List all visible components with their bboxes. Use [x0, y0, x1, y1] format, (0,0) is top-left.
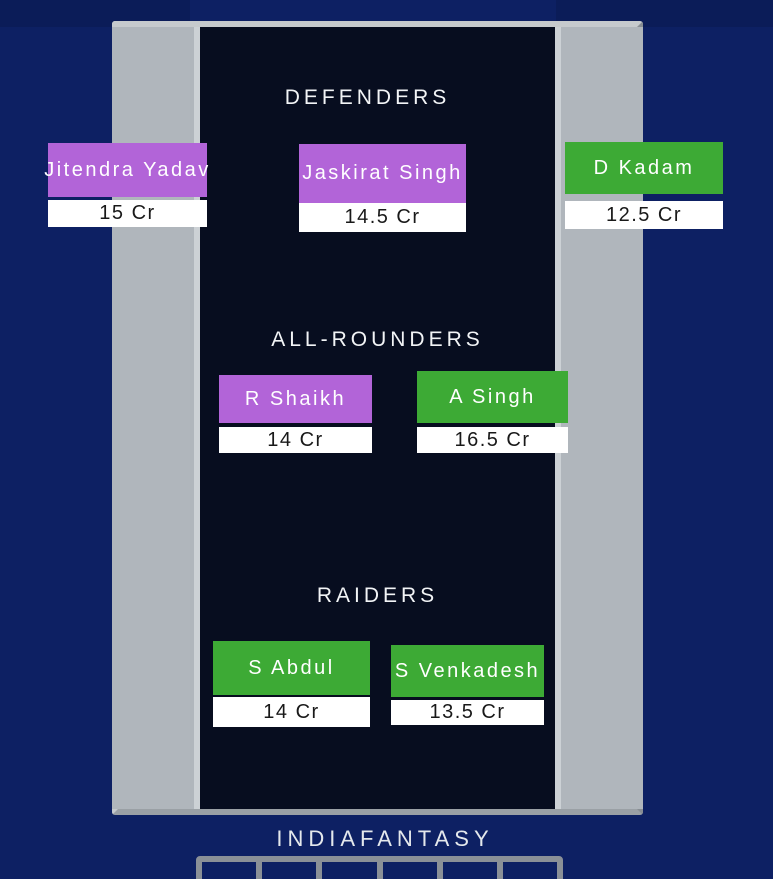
player-price-box: 14 Cr	[213, 697, 370, 727]
player-price-box: 15 Cr	[48, 200, 207, 227]
player-name: S Venkadesh	[394, 659, 541, 682]
player-card-d-kadam[interactable]: D Kadam 12.5 Cr	[565, 142, 723, 229]
bench-cell	[496, 862, 557, 879]
section-title-raiders: RAIDERS	[316, 584, 439, 607]
player-name-box: Jaskirat Singh	[299, 144, 466, 203]
player-price: 14 Cr	[267, 428, 324, 451]
player-name-box: S Venkadesh	[391, 645, 544, 697]
player-price: 13.5 Cr	[429, 701, 506, 723]
player-price-box: 16.5 Cr	[417, 427, 568, 453]
player-name: Jaskirat Singh	[302, 162, 463, 184]
player-price-box: 14 Cr	[219, 427, 372, 453]
player-card-r-shaikh[interactable]: R Shaikh 14 Cr	[219, 375, 372, 453]
player-name-box: S Abdul	[213, 641, 370, 695]
player-name-box: D Kadam	[565, 142, 723, 194]
player-name: A Singh	[449, 385, 536, 408]
player-price: 14 Cr	[263, 700, 320, 723]
player-price-box: 13.5 Cr	[391, 700, 544, 725]
player-name: R Shaikh	[244, 387, 347, 410]
player-price: 16.5 Cr	[454, 428, 531, 451]
section-title-defenders: DEFENDERS	[284, 86, 451, 109]
player-card-a-singh[interactable]: A Singh 16.5 Cr	[417, 371, 568, 453]
player-card-jitendra-yadav[interactable]: Jitendra Yadav 15 Cr	[44, 143, 208, 227]
player-price: 14.5 Cr	[344, 206, 421, 228]
player-price: 15 Cr	[99, 202, 156, 224]
bench-box	[196, 856, 563, 879]
player-name: D Kadam	[593, 156, 695, 179]
player-name-box: Jitendra Yadav	[44, 143, 208, 197]
bench-cell	[376, 862, 437, 879]
player-price-box: 14.5 Cr	[299, 203, 466, 232]
player-price-box: 12.5 Cr	[565, 201, 723, 229]
player-card-s-abdul[interactable]: S Abdul 14 Cr	[213, 641, 370, 727]
player-card-jaskirat-singh[interactable]: Jaskirat Singh 14.5 Cr	[299, 144, 466, 232]
brand-watermark: INDIAFANTASY	[276, 826, 494, 851]
player-price: 12.5 Cr	[605, 203, 683, 226]
player-name: Jitendra Yadav	[44, 158, 211, 181]
player-name-box: R Shaikh	[219, 375, 372, 423]
bench-cell	[202, 862, 256, 879]
bench-cell	[436, 862, 497, 879]
section-title-all-rounders: ALL-ROUNDERS	[271, 328, 484, 351]
player-name: S Abdul	[248, 656, 335, 679]
bench-cell	[256, 862, 316, 879]
player-name-box: A Singh	[417, 371, 568, 423]
player-card-s-venkadesh[interactable]: S Venkadesh 13.5 Cr	[391, 645, 544, 725]
bench-cell	[316, 862, 376, 879]
